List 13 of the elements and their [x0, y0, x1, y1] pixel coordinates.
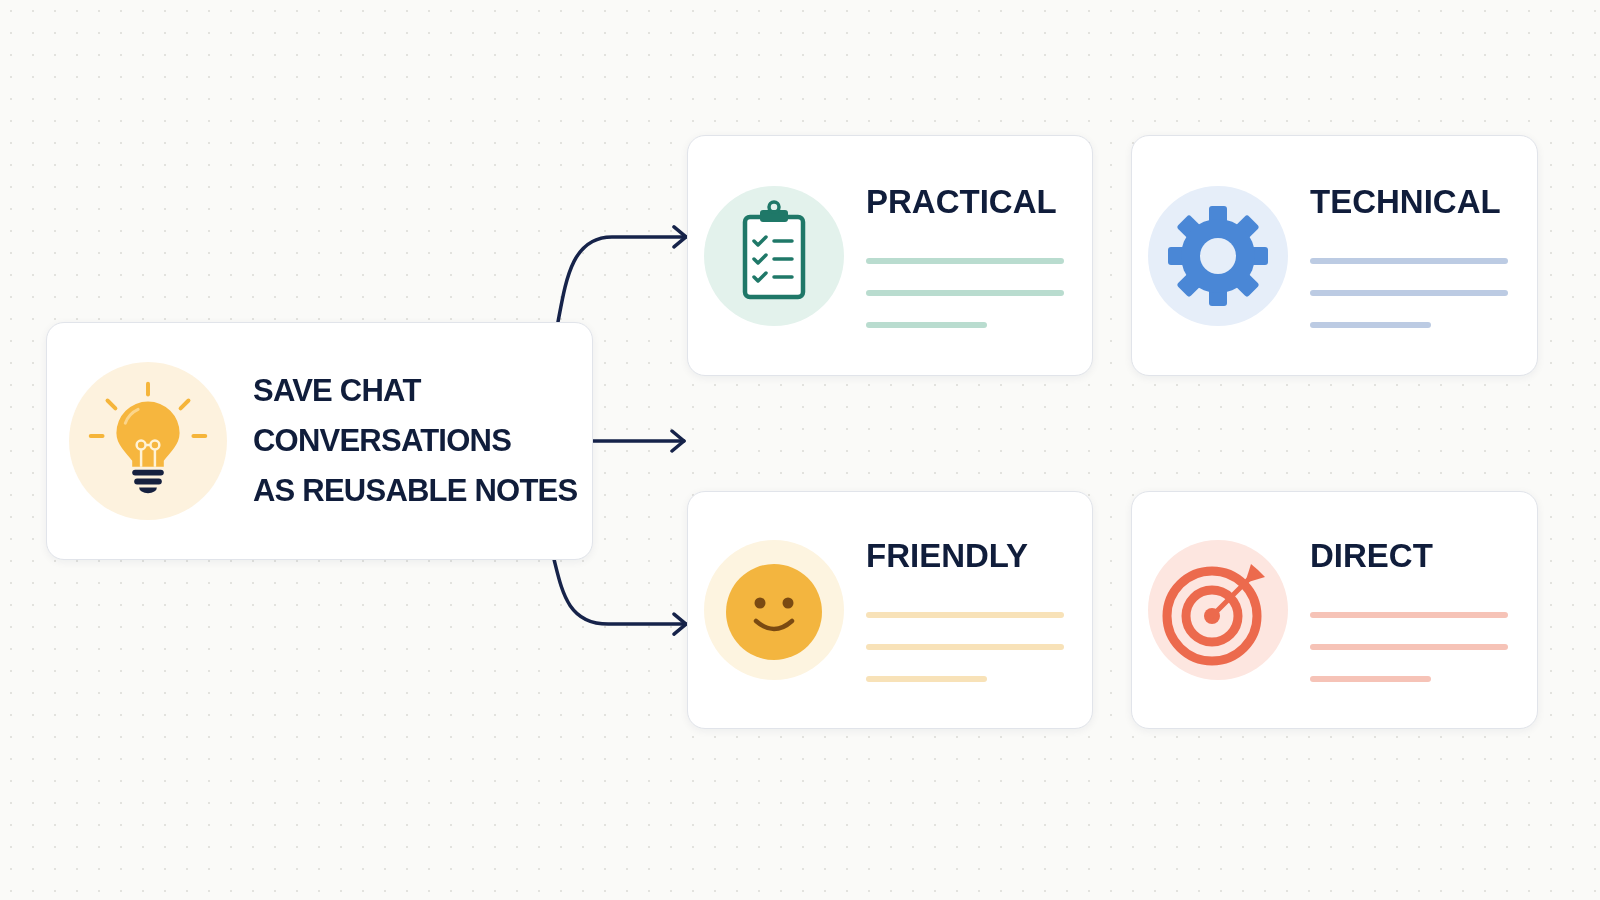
card-heading: SAVE CHAT CONVERSATIONS AS REUSABLE NOTES: [253, 372, 578, 510]
arrow: [591, 429, 686, 453]
style-card: [1131, 135, 1538, 376]
style-card: [687, 491, 1093, 729]
style-card: [1131, 491, 1538, 729]
card-title: TECHNICAL: [1310, 183, 1501, 220]
card-title: FRIENDLY: [866, 538, 1028, 574]
arrow: [552, 558, 688, 636]
card-title: DIRECT: [1310, 538, 1433, 574]
style-card: [687, 135, 1093, 376]
arrow: [556, 225, 688, 324]
topic-card: [46, 322, 593, 560]
card-title: PRACTICAL: [866, 183, 1057, 220]
